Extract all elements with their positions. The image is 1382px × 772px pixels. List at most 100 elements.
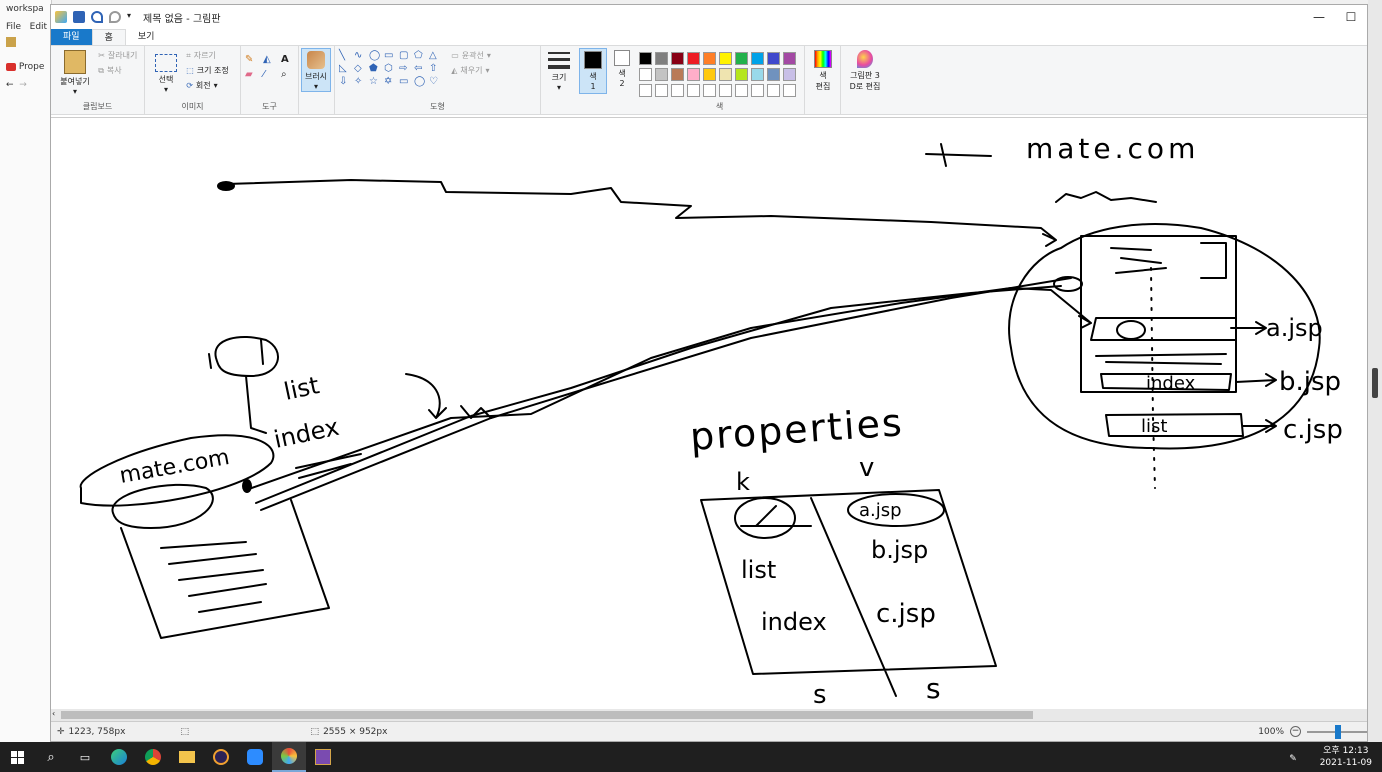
scrollbar-grip[interactable]	[1372, 368, 1378, 398]
zoom-slider[interactable]	[1307, 724, 1367, 739]
color-swatch[interactable]	[687, 52, 700, 65]
color-swatch[interactable]	[719, 68, 732, 81]
five-point-star-shape-icon[interactable]: ☆	[369, 76, 378, 87]
color-swatch[interactable]	[703, 84, 716, 97]
color-swatch[interactable]	[639, 84, 652, 97]
fill-bucket-icon[interactable]: ◭	[263, 54, 271, 65]
right-triangle-shape-icon[interactable]: ◺	[339, 63, 347, 74]
start-button[interactable]	[0, 742, 34, 772]
heart-shape-icon[interactable]: ♡	[429, 76, 438, 87]
left-arrow-shape-icon[interactable]: ⇦	[414, 63, 423, 74]
color-swatch[interactable]	[655, 68, 668, 81]
color-swatch[interactable]	[687, 68, 700, 81]
text-tool-icon[interactable]: A	[281, 54, 289, 65]
menu-edit[interactable]: Edit	[29, 22, 48, 32]
triangle-shape-icon[interactable]: △	[429, 50, 437, 61]
zoom-slider-thumb[interactable]	[1335, 724, 1341, 739]
outline-button[interactable]: ▭윤곽선▾	[451, 51, 491, 60]
color-picker-icon[interactable]: ⁄	[263, 69, 265, 80]
polygon-shape-icon[interactable]: ⬠	[414, 50, 423, 61]
callout-rect-shape-icon[interactable]: ▭	[399, 76, 409, 87]
background-app-tab[interactable]: Prope	[0, 58, 51, 76]
horizontal-scroll-thumb[interactable]	[61, 711, 1033, 719]
color-swatch[interactable]	[735, 84, 748, 97]
crop-button[interactable]: ⌗자르기	[186, 50, 216, 61]
tab-home[interactable]: 홈	[91, 29, 126, 45]
taskbar-app[interactable]	[306, 742, 340, 772]
pentagon-shape-icon[interactable]: ⬟	[369, 63, 378, 74]
resize-button[interactable]: ⬚크기 조정	[186, 66, 229, 75]
zoom-out-button[interactable]: −	[1290, 726, 1301, 737]
color-swatch[interactable]	[703, 52, 716, 65]
color-swatch[interactable]	[751, 84, 764, 97]
line-shape-icon[interactable]: ╲	[339, 50, 346, 61]
toolbar-icon[interactable]	[6, 37, 16, 47]
taskbar-zoom[interactable]	[238, 742, 272, 772]
color-swatch[interactable]	[767, 84, 780, 97]
horizontal-scrollbar[interactable]: ‹	[51, 709, 1367, 721]
color-swatch[interactable]	[639, 52, 652, 65]
taskbar-eclipse[interactable]	[204, 742, 238, 772]
color-swatch[interactable]	[767, 52, 780, 65]
maximize-button[interactable]: ☐	[1345, 10, 1357, 24]
color-swatch[interactable]	[671, 68, 684, 81]
color-swatch[interactable]	[639, 68, 652, 81]
save-icon[interactable]	[73, 11, 85, 23]
pen-icon[interactable]: ✎	[1289, 754, 1297, 764]
back-arrow-icon[interactable]: ←	[6, 80, 14, 90]
color-swatch[interactable]	[687, 84, 700, 97]
down-arrow-shape-icon[interactable]: ⇩	[339, 76, 348, 87]
taskbar-chrome[interactable]	[136, 742, 170, 772]
right-arrow-shape-icon[interactable]: ⇨	[399, 63, 408, 74]
up-arrow-shape-icon[interactable]: ⇧	[429, 63, 438, 74]
fill-button[interactable]: ◭채우기▾	[451, 66, 490, 75]
canvas-drawing[interactable]: mate.com index list a.jsp b.jsp c.jsp	[51, 118, 1367, 709]
menu-file[interactable]: File	[6, 22, 22, 32]
taskbar-file-explorer[interactable]	[170, 742, 204, 772]
callout-oval-shape-icon[interactable]: ◯	[414, 76, 426, 87]
color-swatch[interactable]	[735, 68, 748, 81]
tab-file[interactable]: 파일	[51, 29, 92, 45]
color-swatch[interactable]	[783, 52, 796, 65]
rounded-rect-shape-icon[interactable]: ▢	[399, 50, 409, 61]
color-swatch[interactable]	[767, 68, 780, 81]
paste-button[interactable]: 붙여넣기▾	[55, 48, 95, 96]
color-swatch[interactable]	[783, 84, 796, 97]
color-swatch[interactable]	[751, 68, 764, 81]
search-button[interactable]: ⌕	[34, 742, 68, 772]
color-swatch[interactable]	[719, 52, 732, 65]
rectangle-shape-icon[interactable]: ▭	[384, 50, 394, 61]
color-swatch[interactable]	[671, 84, 684, 97]
hexagon-shape-icon[interactable]: ⬡	[384, 63, 393, 74]
right-scrollbar[interactable]	[1368, 0, 1382, 742]
color-swatch[interactable]	[751, 52, 764, 65]
task-view-button[interactable]: ▭	[68, 742, 102, 772]
forward-arrow-icon[interactable]: →	[19, 80, 27, 90]
color-swatch[interactable]	[671, 52, 684, 65]
color-swatch[interactable]	[655, 52, 668, 65]
magnifier-icon[interactable]: ⌕	[281, 69, 287, 80]
oval-shape-icon[interactable]: ◯	[369, 50, 381, 61]
eraser-icon[interactable]: ▰	[245, 69, 253, 80]
color-swatch[interactable]	[783, 68, 796, 81]
curve-shape-icon[interactable]: ∿	[354, 50, 363, 61]
undo-icon[interactable]	[91, 11, 103, 23]
taskbar-paint[interactable]	[272, 742, 306, 772]
cut-button[interactable]: ✂잘라내기	[98, 51, 138, 60]
color-swatch[interactable]	[719, 84, 732, 97]
color-swatch[interactable]	[655, 84, 668, 97]
scroll-left-icon[interactable]: ‹	[52, 709, 56, 718]
diamond-shape-icon[interactable]: ◇	[354, 63, 362, 74]
six-point-star-shape-icon[interactable]: ✡	[384, 76, 393, 87]
redo-icon[interactable]	[109, 11, 121, 23]
copy-button[interactable]: ⧉복사	[98, 65, 122, 76]
pencil-icon[interactable]: ✎	[245, 54, 254, 65]
minimize-button[interactable]: —	[1313, 10, 1325, 24]
color-swatch[interactable]	[703, 68, 716, 81]
four-point-star-shape-icon[interactable]: ✧	[354, 76, 363, 87]
system-tray[interactable]: ✎ 오후 12:13 2021-11-09	[1289, 745, 1382, 769]
